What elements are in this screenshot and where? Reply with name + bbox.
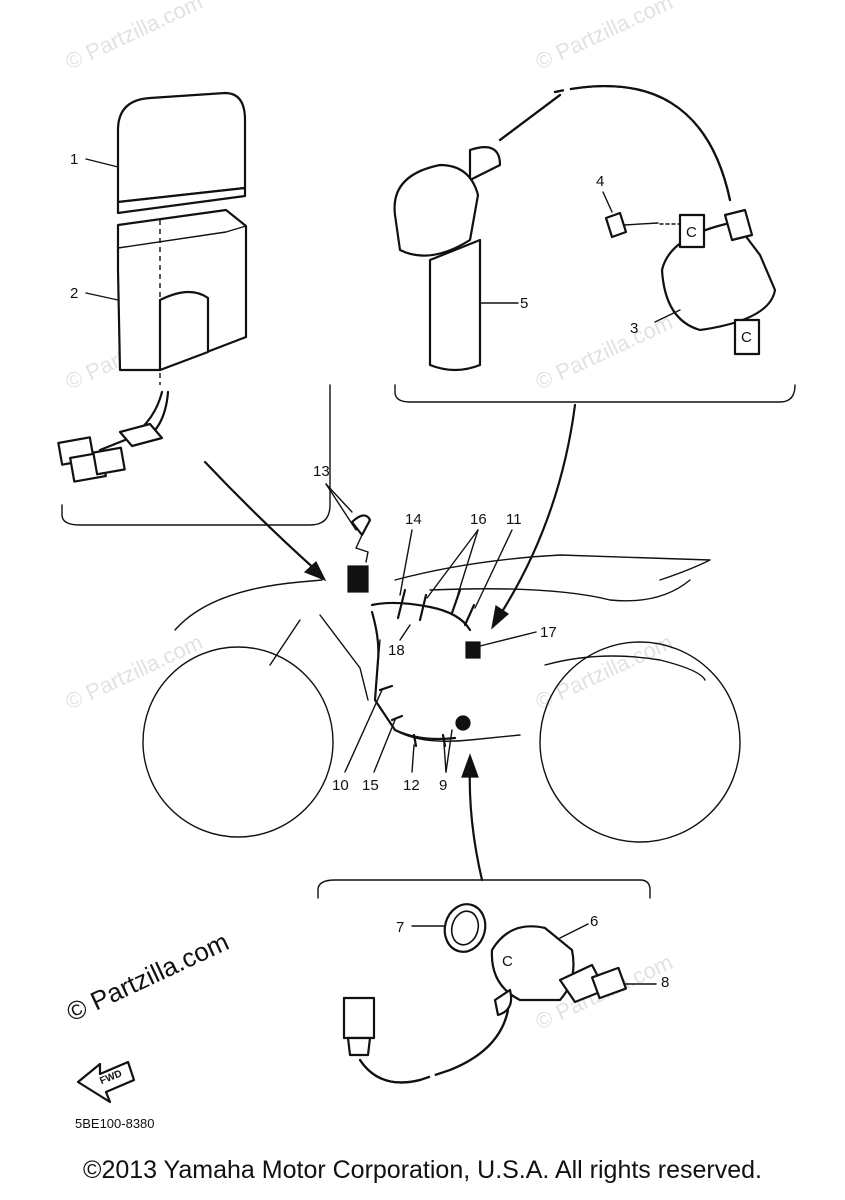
callout-label: 9	[439, 777, 447, 794]
callout-label: 2	[70, 285, 78, 302]
callout-label: 6	[590, 913, 598, 930]
cdi-mini-icon	[347, 565, 369, 593]
copyright-notice: ©2013 Yamaha Motor Corporation, U.S.A. A…	[83, 1156, 762, 1184]
callout-label: 7	[396, 919, 404, 936]
cdi-box-part	[116, 91, 247, 204]
cdi-cover-part	[116, 208, 248, 372]
callout-label: 5	[520, 295, 528, 312]
callout-label: 15	[362, 777, 379, 794]
coil-terminal	[678, 213, 706, 249]
coil-terminal	[733, 318, 761, 356]
connector-mini-icon	[465, 641, 481, 659]
fwd-arrow-icon: FWD	[76, 1060, 136, 1104]
watermark: © Partzilla.com	[62, 629, 207, 714]
watermark: © Partzilla.com	[532, 629, 677, 714]
wiring-harness: 13 14 16 11 18 17 10 15 12 9	[313, 463, 557, 794]
watermark: © Partzilla.com	[532, 0, 677, 75]
svg-text:C: C	[741, 329, 752, 346]
callout-label: 14	[405, 511, 422, 528]
callout-label: 17	[540, 624, 557, 641]
callout-label: 13	[313, 463, 330, 480]
svg-text:C: C	[502, 953, 513, 970]
ignition-coil-group: C C 4 5 3	[393, 81, 796, 630]
callout-label: 16	[470, 511, 487, 528]
callout-label: 8	[661, 974, 669, 991]
callout-label: 18	[388, 642, 405, 659]
cdi-box-base	[116, 186, 247, 215]
sensor-group: C 7 6 8	[317, 753, 669, 1089]
partzilla-watermark: © Partzilla.com	[62, 926, 233, 1027]
callout-label: 11	[506, 511, 522, 528]
callout-label: 10	[332, 777, 349, 794]
diagram-code: 5BE100-8380	[75, 1116, 155, 1131]
callout-label: 12	[403, 777, 420, 794]
sensor-mini-icon	[455, 715, 471, 731]
svg-text:C: C	[686, 224, 697, 241]
callout-label: 1	[70, 151, 78, 168]
watermark: © Partzilla.com	[62, 0, 207, 75]
callout-label: 3	[630, 320, 638, 337]
motorcycle-outline	[142, 554, 741, 843]
cdi-unit-group: 1 2	[57, 91, 331, 582]
callout-label: 4	[596, 173, 604, 190]
